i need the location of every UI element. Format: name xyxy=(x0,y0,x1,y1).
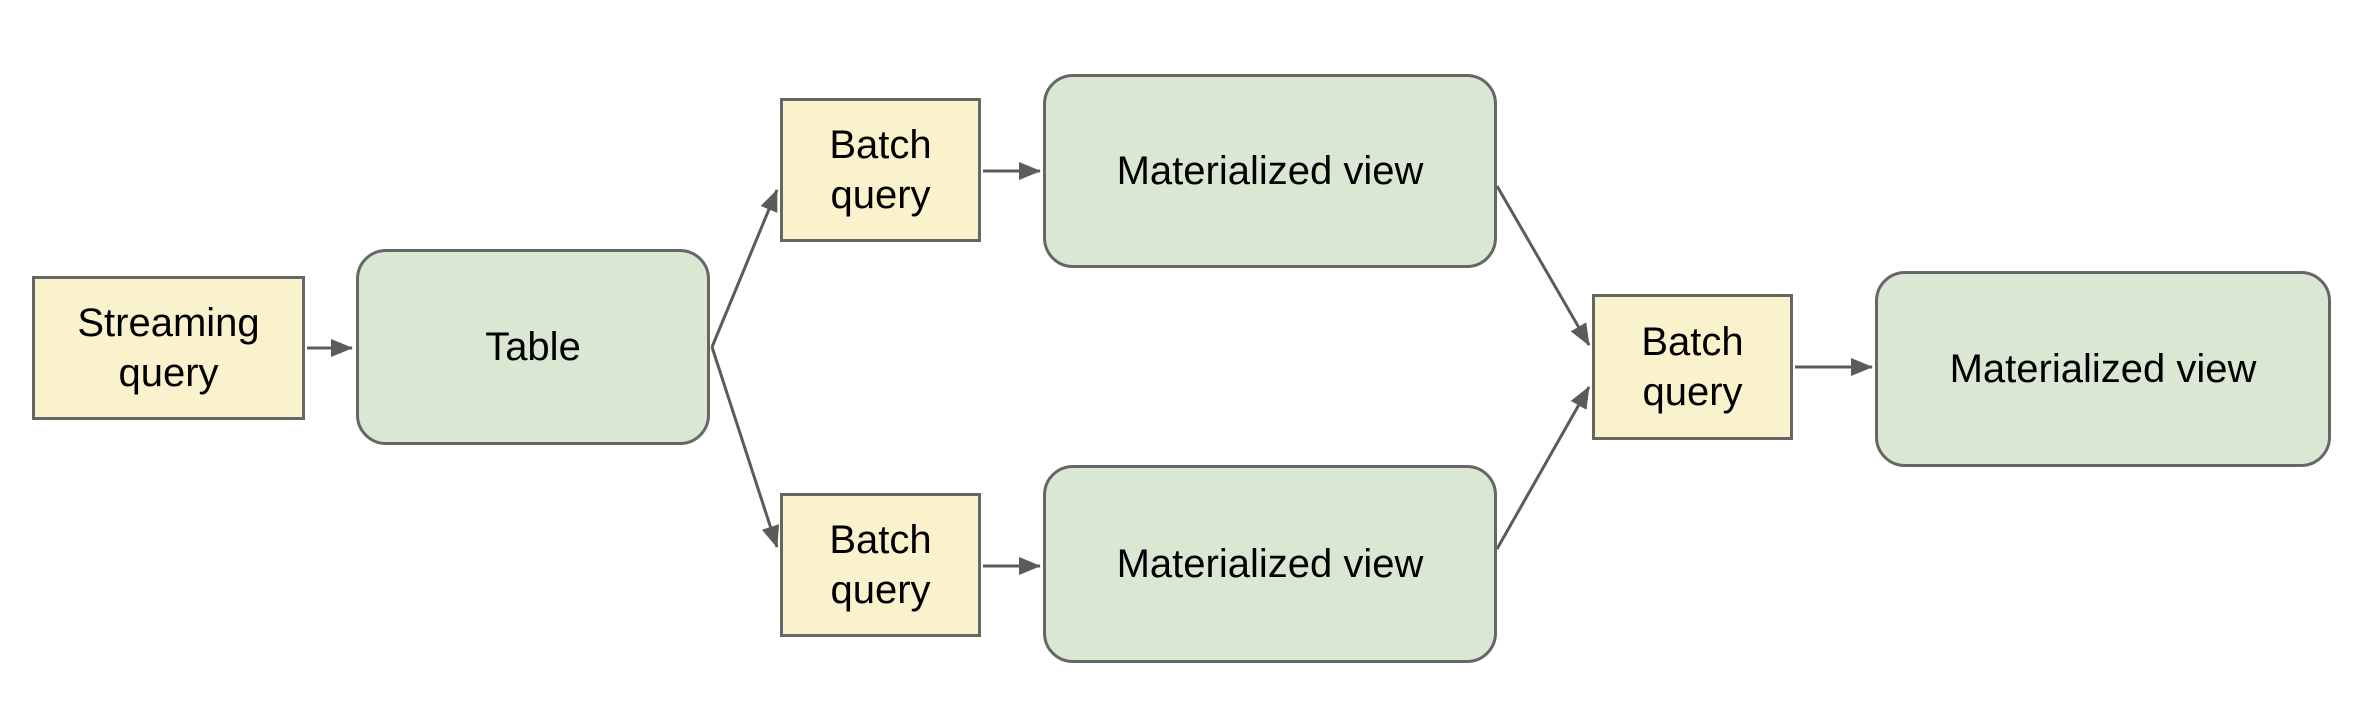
node-batch-query-bottom-label: Batch query xyxy=(829,518,932,612)
node-table-label: Table xyxy=(485,325,581,369)
edge-mv-top-to-batch-query-center xyxy=(1495,185,1591,346)
node-batch-query-center: Batch query xyxy=(1592,294,1793,440)
node-materialized-view-bottom: Materialized view xyxy=(1043,465,1497,663)
node-batch-query-top: Batch query xyxy=(780,98,981,242)
node-table: Table xyxy=(356,249,710,445)
edge-mv-bottom-to-batch-query-center xyxy=(1495,386,1591,550)
node-materialized-view-final: Materialized view xyxy=(1875,271,2331,467)
node-materialized-view-top: Materialized view xyxy=(1043,74,1497,268)
node-materialized-view-top-label: Materialized view xyxy=(1116,149,1424,193)
node-streaming-query: Streaming query xyxy=(32,276,305,420)
node-batch-query-bottom: Batch query xyxy=(780,493,981,637)
edge-table-to-batch-query-bottom xyxy=(710,346,780,548)
node-batch-query-top-label: Batch query xyxy=(829,123,932,217)
node-materialized-view-final-label: Materialized view xyxy=(1949,347,2257,391)
edge-table-to-batch-query-top xyxy=(710,189,779,348)
node-streaming-query-label: Streaming query xyxy=(77,301,260,395)
node-materialized-view-bottom-label: Materialized view xyxy=(1116,542,1424,586)
node-batch-query-center-label: Batch query xyxy=(1641,320,1744,414)
